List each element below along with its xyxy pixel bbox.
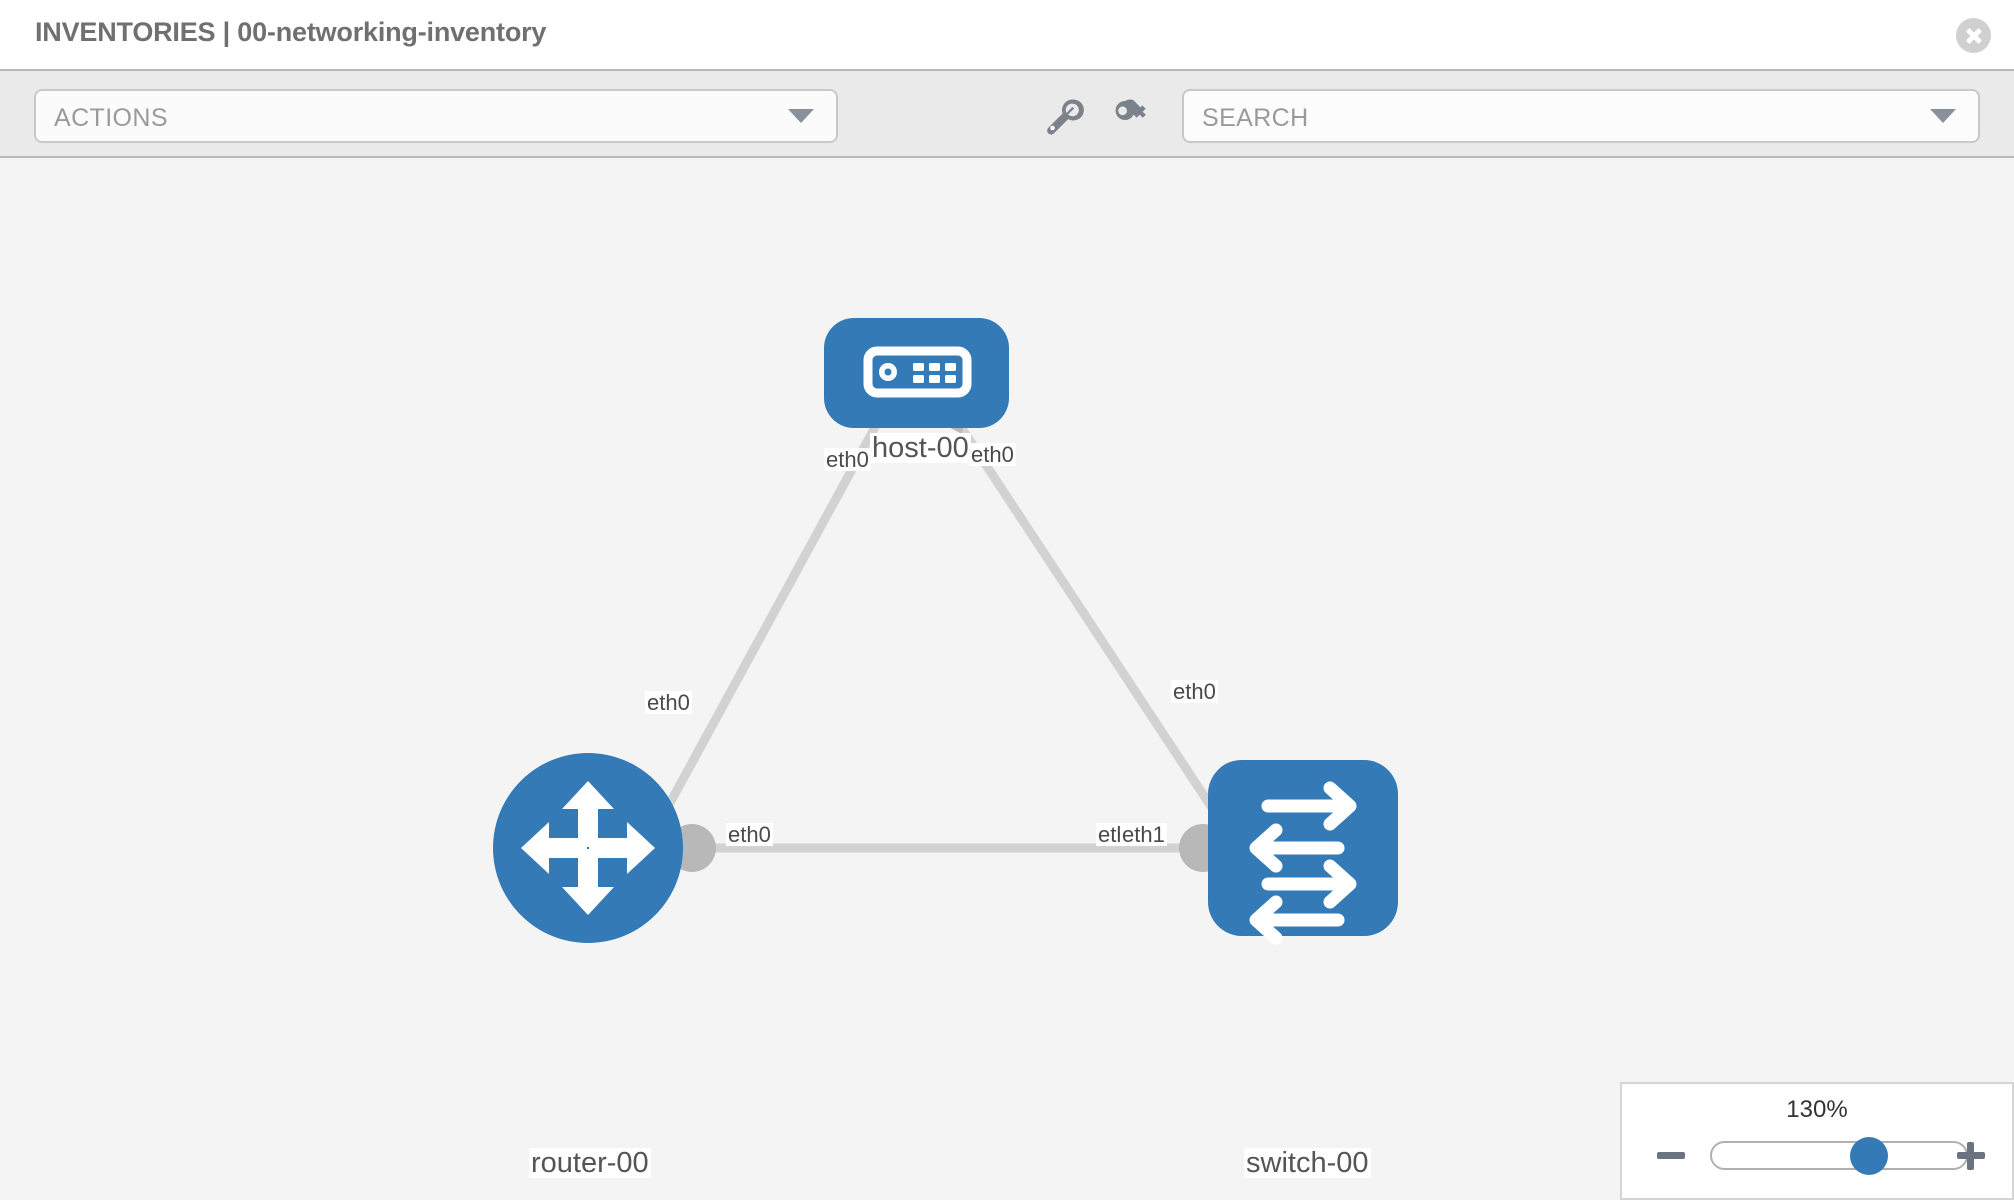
link-host-switch — [951, 415, 1249, 861]
actions-dropdown-label: ACTIONS — [54, 104, 168, 132]
node-label-switch-00: switch-00 — [1244, 1147, 1371, 1179]
server-icon — [863, 346, 972, 398]
page-title: INVENTORIES | 00-networking-inventory — [35, 17, 547, 47]
iface-label: eth1 — [1120, 822, 1167, 847]
iface-label: eth0 — [726, 822, 773, 847]
link-host-router — [636, 415, 884, 861]
plus-icon[interactable] — [1954, 1139, 1988, 1173]
search-input[interactable]: SEARCH — [1182, 89, 1980, 143]
key-icon[interactable] — [1106, 91, 1156, 141]
wrench-icon[interactable] — [1038, 91, 1088, 141]
close-icon[interactable] — [1956, 18, 1991, 53]
server-icon-details — [879, 363, 956, 383]
topology-canvas[interactable]: eth0 eth0 eth0 eth0 eth0 eth eth1 host-0… — [0, 158, 2014, 1200]
iface-label: eth0 — [824, 447, 871, 472]
node-router-00 — [493, 753, 683, 943]
node-switch-00 — [1208, 760, 1398, 945]
zoom-level-value: 130% — [1786, 1096, 1848, 1123]
search-placeholder: SEARCH — [1202, 104, 1309, 132]
node-host-00 — [824, 318, 1009, 428]
switch-arrows-icon — [1249, 781, 1357, 945]
chevron-down-icon[interactable] — [1930, 109, 1956, 123]
iface-label: eth0 — [1171, 679, 1218, 704]
topology-links — [636, 415, 1249, 861]
topology-graph — [493, 318, 1398, 945]
node-label-host-00: host-00 — [870, 432, 971, 464]
toolbar: ACTIONS SEARCH — [0, 69, 2014, 158]
minus-icon[interactable] — [1654, 1139, 1688, 1173]
iface-label: eth0 — [645, 690, 692, 715]
chevron-down-icon — [788, 109, 814, 123]
zoom-slider-track[interactable] — [1710, 1136, 1968, 1175]
zoom-slider-thumb[interactable] — [1850, 1136, 1889, 1175]
iface-label: eth0 — [969, 442, 1016, 467]
router-arrows-icon — [521, 781, 655, 915]
actions-dropdown[interactable]: ACTIONS — [34, 89, 838, 143]
page-header: INVENTORIES | 00-networking-inventory — [0, 0, 2014, 69]
zoom-control-panel: 130% — [1620, 1082, 2014, 1200]
node-label-router-00: router-00 — [529, 1147, 651, 1179]
